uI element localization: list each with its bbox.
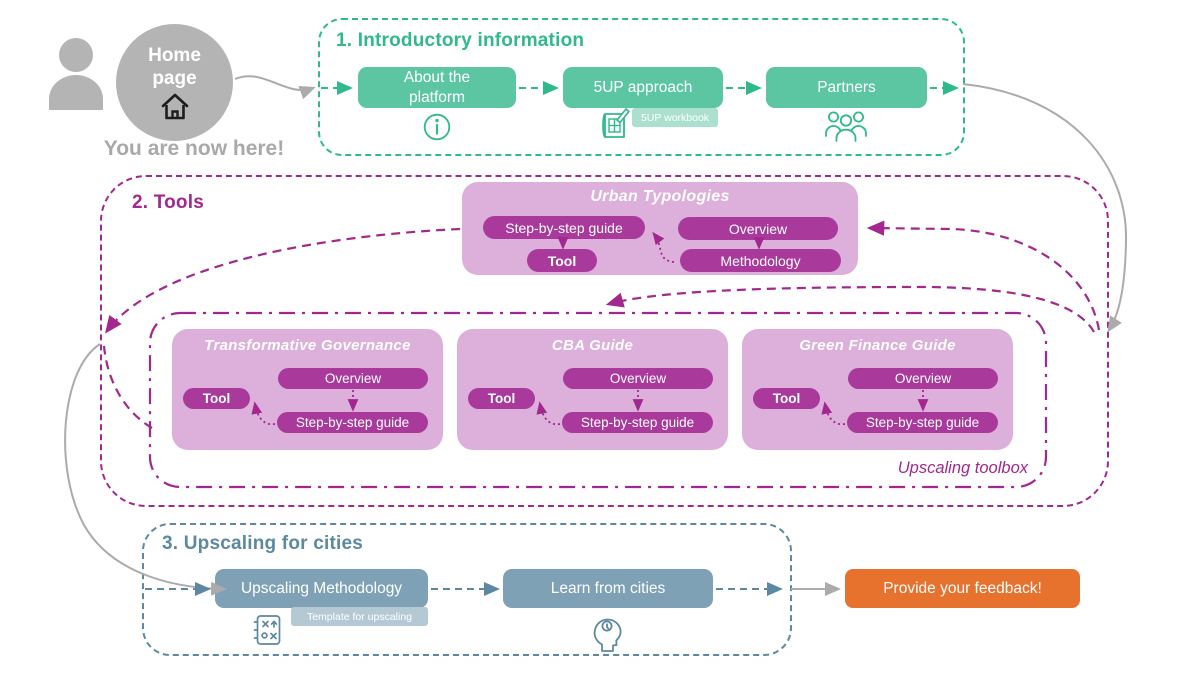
section1-title: 1. Introductory information (336, 30, 585, 51)
cba-guide-title: CBA Guide (551, 337, 634, 354)
learn-from-cities-button[interactable]: Learn from cities (503, 569, 713, 608)
provide-feedback-label: Provide your feedback! (883, 579, 1042, 597)
gfg-step-pill[interactable]: Step-by-step guide (847, 412, 998, 433)
partners-label: Partners (817, 78, 876, 96)
about-the-platform-button[interactable]: About the platform (358, 67, 516, 108)
upscaling-methodology-button[interactable]: Upscaling Methodology (215, 569, 428, 608)
transformative-governance-card: Transformative Governance Overview Tool … (172, 329, 443, 450)
urban-typologies-title: Urban Typologies (590, 188, 730, 205)
arrow-home-to-section1 (234, 75, 316, 100)
info-icon (422, 112, 452, 142)
gfg-tool-pill[interactable]: Tool (753, 388, 820, 409)
transformative-governance-title: Transformative Governance (204, 337, 411, 354)
cba-guide-card: CBA Guide Overview Tool Step-by-step gui… (457, 329, 728, 450)
workbook-icon (597, 106, 633, 142)
tg-overview-pill[interactable]: Overview (278, 368, 428, 389)
tg-tool-pill[interactable]: Tool (183, 388, 250, 409)
5up-approach-button[interactable]: 5UP approach (563, 67, 723, 108)
people-icon (824, 105, 868, 143)
5up-approach-label: 5UP approach (593, 78, 693, 96)
learn-from-cities-label: Learn from cities (550, 579, 666, 597)
cba-tool-pill[interactable]: Tool (468, 388, 535, 409)
tg-step-pill[interactable]: Step-by-step guide (277, 412, 428, 433)
green-finance-guide-card: Green Finance Guide Overview Tool Step-b… (742, 329, 1013, 450)
green-finance-guide-title: Green Finance Guide (799, 337, 956, 354)
ut-methodology-pill[interactable]: Methodology (680, 249, 841, 272)
home-icon (160, 92, 190, 120)
gfg-overview-pill[interactable]: Overview (848, 368, 998, 389)
partners-button[interactable]: Partners (766, 67, 927, 108)
provide-feedback-button[interactable]: Provide your feedback! (845, 569, 1080, 608)
section3-title: 3. Upscaling for cities (162, 533, 363, 554)
upscaling-methodology-label: Upscaling Methodology (240, 579, 403, 597)
about-the-platform-label: About the platform (403, 69, 471, 106)
template-for-upscaling-badge[interactable]: Template for upscaling (291, 607, 428, 626)
section2-title: 2. Tools (132, 192, 204, 213)
you-are-here-caption: You are now here! (103, 137, 285, 160)
strategy-icon (252, 613, 284, 647)
ut-step-by-step-pill[interactable]: Step-by-step guide (483, 216, 645, 239)
urban-typologies-card: Urban Typologies Step-by-step guide Over… (462, 182, 858, 275)
upscaling-toolbox-label: Upscaling toolbox (897, 459, 1028, 477)
home-page-label: Home page (148, 44, 201, 89)
ut-overview-pill[interactable]: Overview (678, 217, 838, 240)
ut-tool-pill[interactable]: Tool (527, 249, 597, 272)
home-page-node[interactable]: Home page (116, 24, 233, 141)
5up-workbook-badge[interactable]: 5UP workbook (632, 108, 718, 127)
cba-overview-pill[interactable]: Overview (563, 368, 713, 389)
person-icon (40, 36, 110, 110)
head-idea-icon (590, 610, 624, 652)
cba-step-pill[interactable]: Step-by-step guide (562, 412, 713, 433)
section2-frame (100, 175, 1109, 507)
